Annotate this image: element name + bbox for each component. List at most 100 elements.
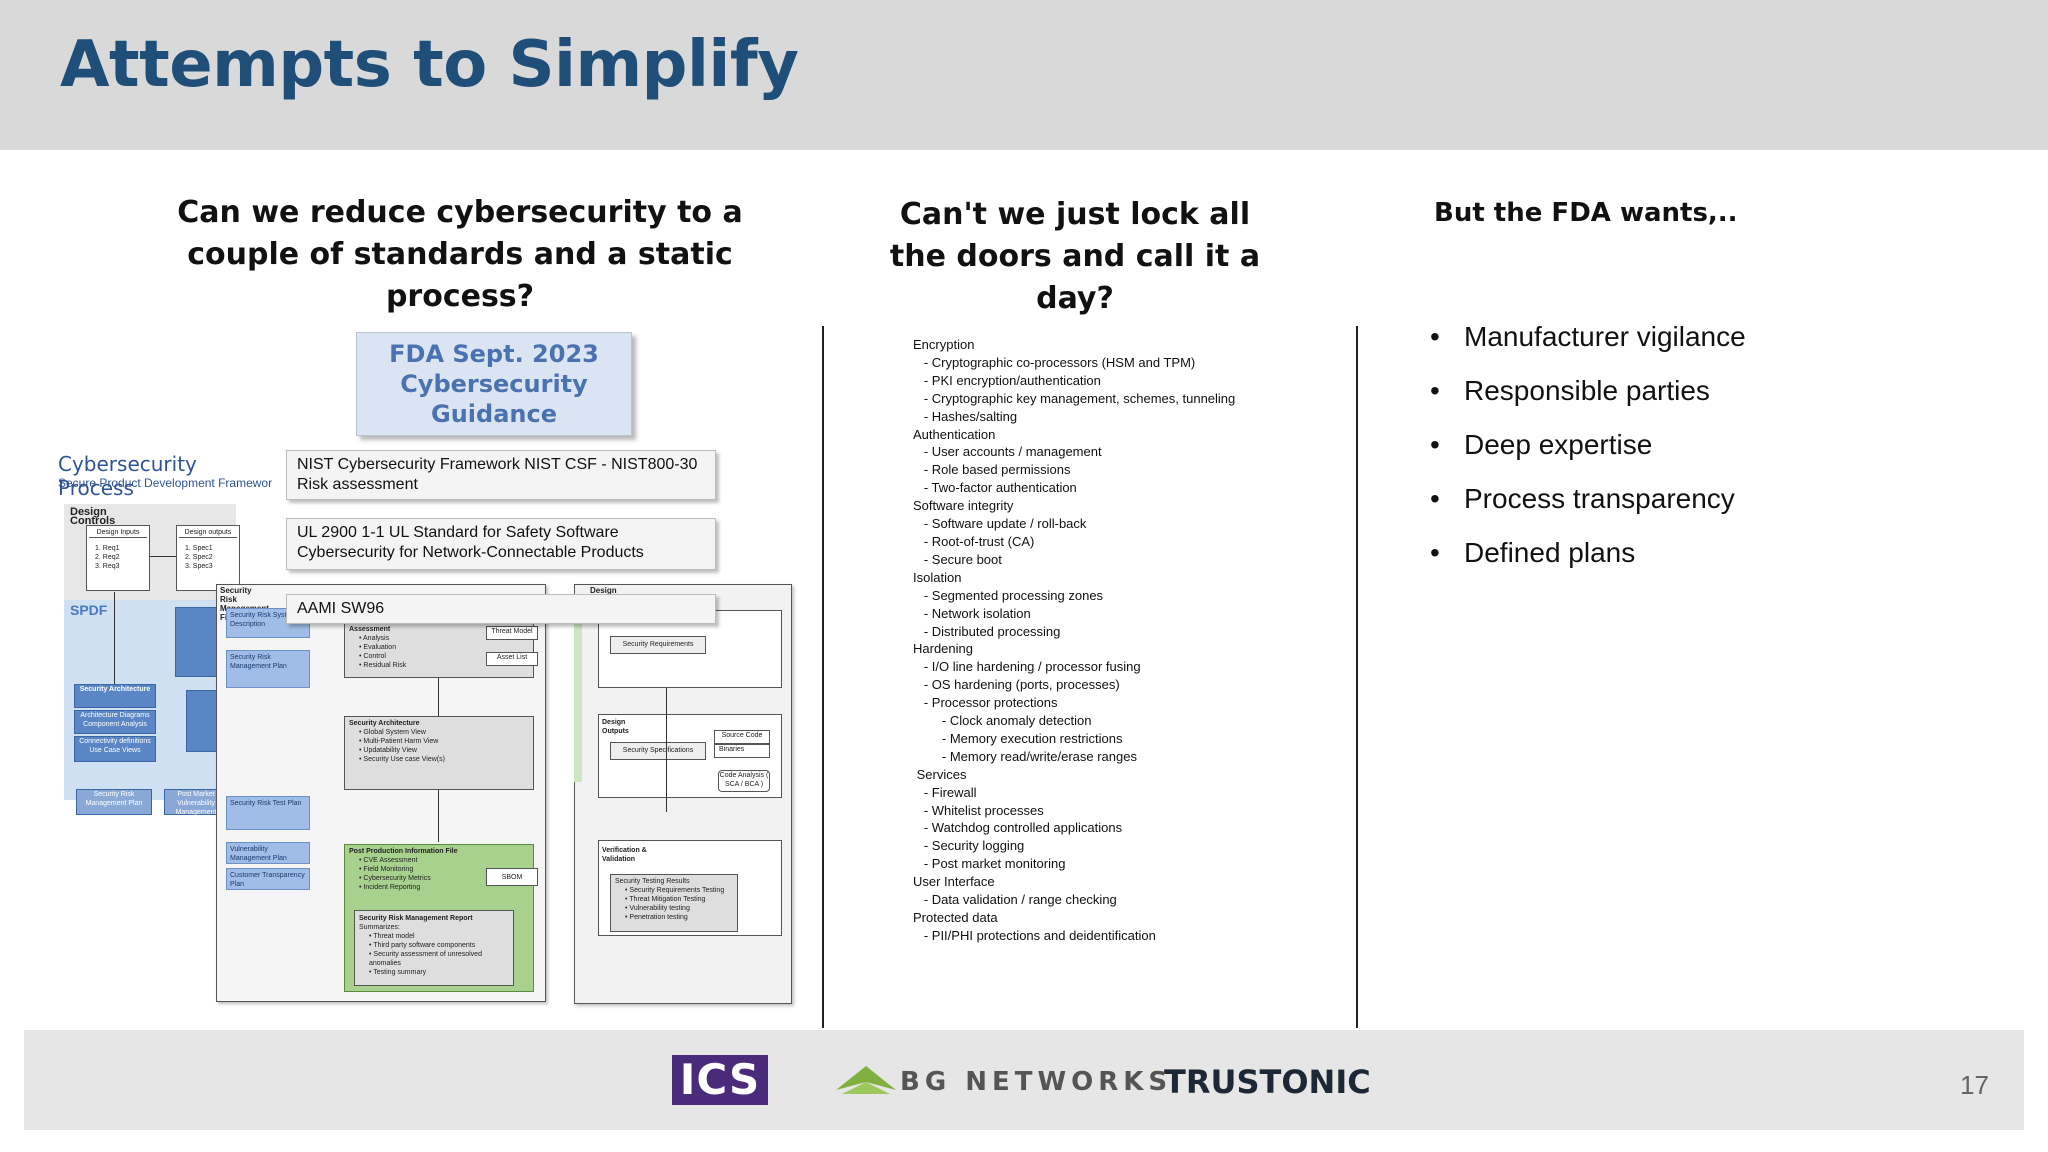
control-line: - PII/PHI protections and deidentificati… [913,927,1156,943]
control-line: - Cryptographic key management, schemes,… [913,390,1236,406]
control-line: User Interface [913,874,995,890]
ics-logo: ICS [672,1055,768,1105]
srm-report-item-1: • Threat model [369,933,415,940]
design-inputs-label: Design Inputs [89,528,147,538]
fda-guidance-box: FDA Sept. 2023 Cybersecurity Guidance [356,332,632,436]
control-line: - Root-of-trust (CA) [913,533,1035,549]
spec3: 3. Spec3 [185,563,213,570]
req2: 2. Req2 [95,554,120,561]
sec-arch-item-4: • Security Use case View(s) [359,756,445,763]
security-architecture-box: Security Architecture [74,684,156,708]
srm-report-box: Security Risk Management Report Summariz… [354,910,514,986]
sec-risk-mgmt-plan: Security Risk Management Plan [226,650,310,688]
control-line: Isolation [913,569,962,585]
footer-band [24,1030,2024,1130]
srm-report-item-3: • Security assessment of unresolved anom… [369,951,482,967]
design-outputs-label2: Design Outputs [602,719,629,735]
control-line: - Secure boot [913,551,1002,567]
bullet-item: •Process transparency [1430,483,1735,514]
post-prod-item-1: • CVE Assessment [359,857,418,864]
control-line: Hardening [913,641,973,657]
control-line: - OS hardening (ports, processes) [913,677,1120,693]
green-strip [574,620,582,782]
security-controls-list: Encryption - Cryptographic co-processors… [913,336,1235,945]
sec-testing-item-2: • Threat Mitigation Testing [625,896,706,903]
assessment-item-3: • Control [359,653,386,660]
req3: 3. Req3 [95,563,120,570]
sec-arch-item-1: • Global System View [359,729,426,736]
trustonic-logo: TRUSTONIC [1164,1063,1371,1101]
process-title: Cybersecurity Process [58,452,197,500]
bullet-item: •Defined plans [1430,537,1636,568]
control-line: - Distributed processing [913,623,1061,639]
control-line: - Hashes/salting [913,408,1018,424]
col2-heading: Can't we just lock all the doors and cal… [889,197,1261,316]
sec-arch-item-2: • Multi-Patient Harm View [359,738,439,745]
control-line: - Role based permissions [913,462,1071,478]
vuln-mgmt-plan: Vulnerability Management Plan [226,842,310,864]
security-requirements-box: Security Requirements [610,636,706,654]
req1: 1. Req1 [95,545,120,552]
control-line: - Cryptographic co-processors (HSM and T… [913,354,1196,370]
spec2: 2. Spec2 [185,554,213,561]
control-line: - Clock anomaly detection [913,713,1092,729]
design-outputs-box: Design outputs 1. Spec1 2. Spec2 3. Spec… [176,525,240,591]
sec-testing-item-1: • Security Requirements Testing [625,887,725,894]
threat-model-box: Threat Model [486,626,538,640]
header-band [0,0,2048,150]
connector-line [438,678,439,716]
srm-report-item-4: • Testing summary [369,969,427,976]
page-number: 17 [1960,1070,1989,1100]
control-line: - Two-factor authentication [913,480,1077,496]
security-specs-box: Security Specifications [610,742,706,760]
col3-heading: But the FDA wants,.. [1434,198,1738,228]
ul2900-box: UL 2900 1-1 UL Standard for Safety Softw… [286,518,716,570]
verification-label: Verification & Validation [602,847,647,863]
control-line: Protected data [913,910,998,925]
post-prod-item-2: • Field Monitoring [359,866,414,873]
bg-networks-logo-icon [836,1066,896,1094]
connector-line [114,592,115,684]
sec-arch-item-3: • Updatability View [359,747,417,754]
post-prod-item-3: • Cybersecurity Metrics [359,875,431,882]
control-line: - Security logging [913,838,1025,854]
control-line: - I/O line hardening / processor fusing [913,659,1141,675]
aami-sw96-box: AAMI SW96 [286,594,716,624]
assessment-item-4: • Residual Risk [359,662,407,669]
sec-testing-results-box: Security Testing Results • Security Requ… [610,874,738,932]
sec-risk-test-plan: Security Risk Test Plan [226,796,310,830]
control-line: Services [913,766,967,782]
divider-left [822,326,824,1028]
code-analysis-box: Code Analysis ( SCA / BCA ) [718,770,770,792]
control-line: Encryption [913,337,975,352]
binaries-box: Binaries [714,744,770,758]
sec-arch-label: Security Architecture [349,720,420,727]
arch-diagrams-box: Architecture Diagrams Component Analysis [74,710,156,734]
control-line: - Watchdog controlled applications [913,820,1123,836]
fda-wants-list: •Manufacturer vigilance •Responsible par… [1430,318,1746,588]
control-line: - Firewall [913,784,977,800]
nist-framework-box: NIST Cybersecurity Framework NIST CSF - … [286,450,716,500]
control-line: Software integrity [913,498,1014,514]
connector-line [666,688,667,812]
control-line: - Whitelist processes [913,802,1044,818]
assessment-label: Assessment [349,626,391,633]
divider-right [1356,326,1358,1028]
srm-report-summ: Summarizes: [359,924,400,931]
design-inputs-box: Design Inputs 1. Req1 2. Req2 3. Req3 [86,525,150,591]
bullet-item: •Manufacturer vigilance [1430,321,1746,352]
arrow-line [150,556,176,557]
connector-line [438,790,439,842]
sec-testing-item-4: • Penetration testing [625,914,688,921]
assessment-item-1: • Analysis [359,635,390,642]
post-prod-item-4: • Incident Reporting [359,884,421,891]
control-line: - Software update / roll-back [913,516,1087,532]
asset-list-box: Asset List [486,652,538,666]
sec-testing-label: Security Testing Results [615,878,690,885]
source-code-box: Source Code [714,730,770,744]
srm-plan-small: Security Risk Management Plan [76,789,152,815]
control-line: Authentication [913,426,996,442]
mitigations-box [175,607,223,677]
control-line: - Network isolation [913,605,1031,621]
control-line: - Data validation / range checking [913,892,1117,908]
